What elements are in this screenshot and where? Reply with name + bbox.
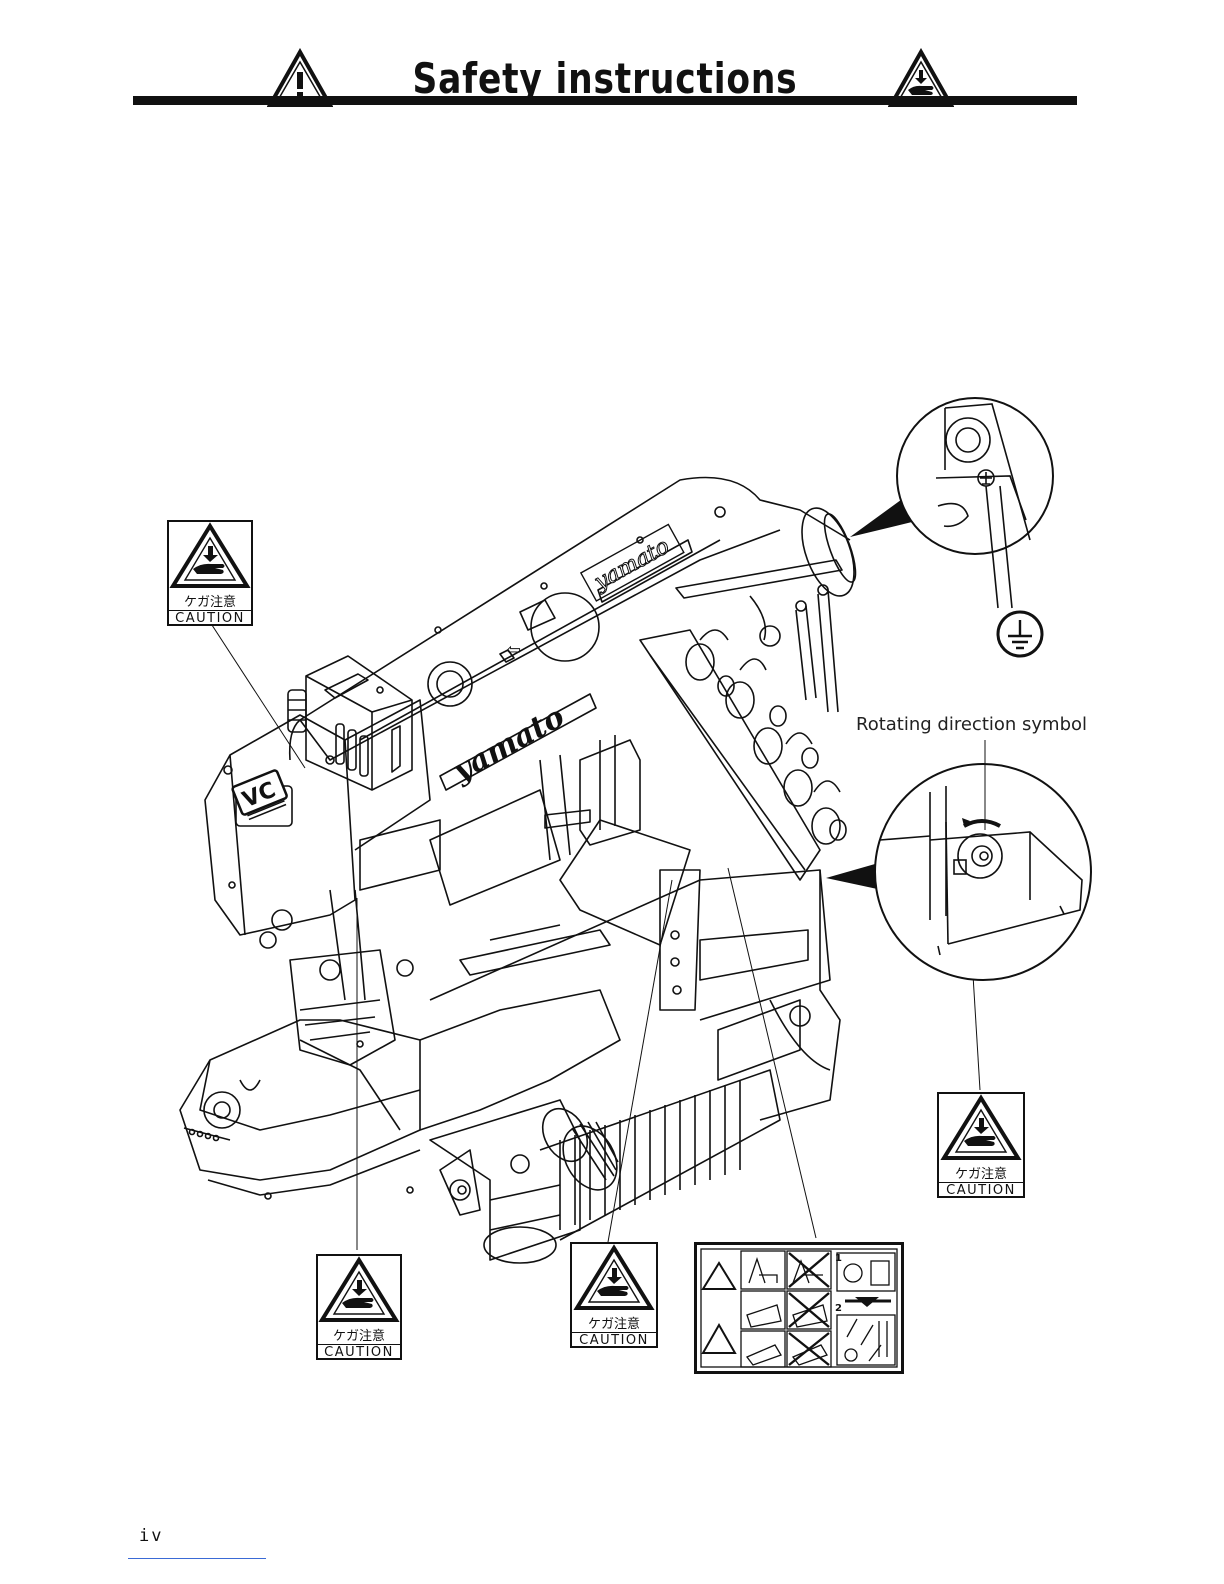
caution-label-en: CAUTION	[939, 1182, 1023, 1197]
ground-symbol-icon	[998, 612, 1042, 656]
hand-injury-warning-icon	[572, 1244, 656, 1312]
caution-label-jp: ケガ注意	[169, 596, 251, 609]
vc-badge: VC	[232, 770, 290, 821]
caution-label-head: ケガ注意 CAUTION	[167, 520, 253, 626]
step-2-number: 2	[835, 1303, 842, 1314]
rotating-direction-callout	[826, 740, 1091, 980]
caution-label-presser: ケガ注意 CAUTION	[316, 1254, 402, 1360]
caution-label-en: CAUTION	[318, 1344, 400, 1359]
caution-label-jp: ケガ注意	[572, 1318, 656, 1331]
caution-label-looper: ケガ注意 CAUTION	[570, 1242, 658, 1348]
hand-injury-warning-icon	[318, 1256, 400, 1324]
footer-line	[128, 1558, 266, 1559]
warning-instruction-panel: 1 2	[694, 1242, 904, 1374]
ground-detail-callout	[850, 398, 1053, 608]
caution-label-en: CAUTION	[572, 1332, 656, 1347]
caution-label-jp: ケガ注意	[939, 1168, 1023, 1181]
hand-injury-warning-icon	[169, 522, 251, 590]
caution-label-pulley: ケガ注意 CAUTION	[937, 1092, 1025, 1198]
step-1-number: 1	[835, 1253, 842, 1264]
hand-injury-warning-icon	[939, 1094, 1023, 1162]
brand-logo-front: yamato	[446, 699, 570, 789]
rotating-direction-label: Rotating direction symbol	[856, 714, 1087, 735]
caution-label-en: CAUTION	[169, 610, 251, 625]
page-number: iv	[139, 1526, 163, 1546]
caution-label-jp: ケガ注意	[318, 1330, 400, 1343]
arrow-mark: ⇦	[506, 640, 521, 661]
